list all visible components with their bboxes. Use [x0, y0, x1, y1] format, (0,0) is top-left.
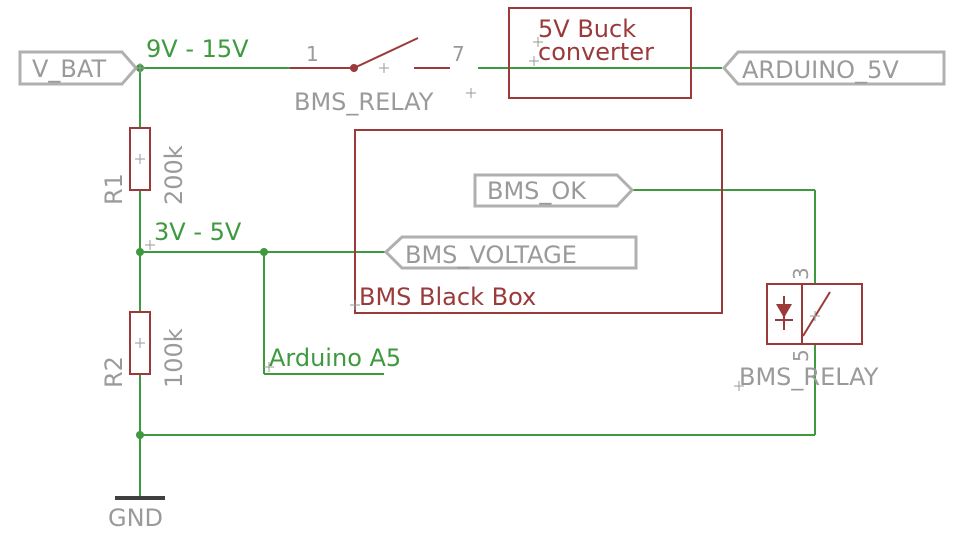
port-arduino-5v[interactable]: ARDUINO_5V — [722, 50, 946, 86]
port-bms-voltage[interactable]: BMS_VOLTAGE — [383, 235, 638, 270]
net-label-divider-range: 3V - 5V — [154, 218, 242, 246]
port-vbat-label: V_BAT — [32, 55, 106, 83]
port-vbat[interactable]: V_BAT — [18, 50, 138, 86]
resistor-r2: R2 100k — [100, 311, 188, 388]
buck-converter-title-line2: converter — [538, 38, 654, 66]
resistor-r2-value: 100k — [160, 328, 188, 388]
resistor-r1-body — [129, 127, 151, 191]
ground-label: GND — [108, 504, 163, 532]
junction-dot — [136, 431, 144, 439]
junctions — [136, 64, 268, 439]
port-arduino-5v-label: ARDUINO_5V — [742, 56, 899, 84]
junction-dot — [260, 248, 268, 256]
bms-black-box-label: BMS Black Box — [359, 283, 536, 311]
buck-converter: 5V Buck converter — [508, 7, 692, 99]
net-label-bat-range: 9V - 15V — [146, 35, 249, 63]
resistor-r1: R1 200k — [100, 127, 188, 205]
resistor-r1-value: 200k — [160, 145, 188, 205]
port-bms-voltage-label: BMS_VOLTAGE — [405, 241, 577, 269]
buck-converter-box — [508, 7, 692, 99]
relay-switch-pin-left: 1 — [306, 42, 319, 66]
buck-converter-title-line1: 5V Buck — [538, 15, 636, 43]
resistor-r2-body — [129, 311, 151, 375]
resistor-r2-name: R2 — [100, 356, 128, 388]
relay-switch: 1 7 BMS_RELAY — [290, 37, 476, 116]
bms-black-box-border — [354, 129, 723, 314]
port-bms-ok[interactable]: BMS_OK — [473, 173, 635, 208]
relay-switch-pin-right: 7 — [452, 42, 465, 66]
bms-black-box: BMS Black Box — [350, 129, 723, 314]
relay-coil-pin-bottom: 5 — [789, 349, 813, 362]
relay-coil-pin-top: 3 — [789, 267, 813, 280]
relay-coil: 3 5 BMS_RELAY — [734, 267, 879, 391]
relay-coil-name: BMS_RELAY — [739, 363, 879, 391]
resistor-r1-name: R1 — [100, 173, 128, 205]
relay-coil-slash — [802, 291, 831, 337]
ground-symbol: GND — [108, 496, 165, 532]
junction-dot — [136, 248, 144, 256]
port-bms-ok-label: BMS_OK — [487, 177, 587, 205]
relay-switch-name: BMS_RELAY — [294, 88, 434, 116]
net-label-arduino-a5: Arduino A5 — [269, 344, 401, 372]
relay-coil-box — [766, 283, 863, 345]
relay-switch-blade — [353, 37, 419, 69]
